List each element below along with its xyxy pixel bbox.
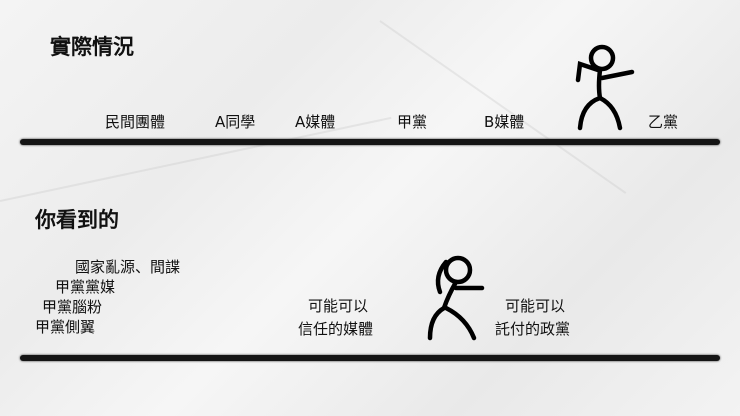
label: 國家亂源、間諜	[75, 258, 181, 276]
stick-figure-icon	[575, 44, 635, 131]
timeline-divider	[20, 355, 720, 361]
label: 可能可以	[308, 297, 369, 315]
stick-figure-icon	[427, 255, 485, 341]
label: A同學	[215, 113, 256, 131]
label: 甲黨腦粉	[42, 298, 103, 316]
label: 甲黨黨媒	[55, 278, 116, 296]
label: B媒體	[484, 113, 525, 131]
section-title-reality: 實際情況	[50, 35, 134, 59]
label: 託付的政黨	[495, 320, 571, 338]
label: 民間團體	[105, 113, 166, 131]
label: 甲黨側翼	[35, 318, 96, 336]
timeline-divider	[20, 139, 720, 145]
label: 乙黨	[648, 113, 679, 131]
label: 甲黨	[397, 113, 428, 131]
label: A媒體	[295, 113, 336, 131]
label: 可能可以	[505, 297, 566, 315]
section-title-perceived: 你看到的	[35, 208, 119, 232]
label: 信任的媒體	[298, 320, 374, 338]
